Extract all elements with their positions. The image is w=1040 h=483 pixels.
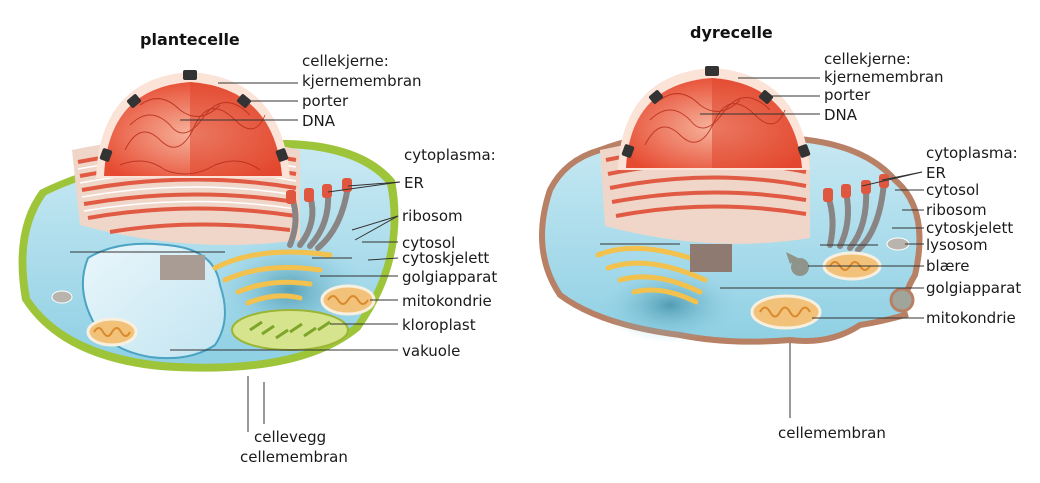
plant-label-cellevegg: cellevegg: [254, 428, 326, 446]
animal-label-er: ER: [926, 164, 946, 182]
animal-title: dyrecelle: [690, 23, 773, 42]
plant-labels: plantecelle cellekjerne: kjernemembran p…: [140, 30, 497, 466]
animal-label-dna: DNA: [824, 106, 858, 124]
plant-label-cellekjerne: cellekjerne:: [302, 52, 389, 70]
animal-nucleus: [618, 66, 811, 272]
animal-leader-lines: [700, 77, 924, 418]
plant-label-kloroplast: kloroplast: [402, 316, 476, 334]
animal-label-lysosom: lysosom: [926, 236, 988, 254]
animal-label-cytosol: cytosol: [926, 181, 979, 199]
plant-title: plantecelle: [140, 30, 240, 49]
animal-label-mitokondrie: mitokondrie: [926, 309, 1016, 327]
plant-label-cellemembran: cellemembran: [240, 448, 348, 466]
plant-golgi: [212, 249, 333, 306]
plant-mitochondrion-2: [86, 317, 138, 347]
animal-label-blaere: blære: [926, 257, 969, 275]
plant-small-vesicle: [51, 290, 73, 304]
animal-membrane-vesicle: [889, 287, 915, 313]
animal-nuclear-pores: [621, 66, 811, 158]
plant-label-ribosom: ribosom: [402, 207, 463, 225]
animal-cytoplasm-shade: [600, 267, 740, 343]
animal-label-porter: porter: [824, 86, 871, 104]
plant-cell: [18, 70, 399, 372]
plant-er-tips: [286, 178, 352, 204]
plant-label-er: ER: [404, 174, 424, 192]
plant-label-mitokondrie: mitokondrie: [402, 292, 492, 310]
plant-leader-lines: [170, 82, 401, 432]
animal-mitochondrion-2: [750, 294, 822, 330]
plant-label-dna: DNA: [302, 112, 336, 130]
animal-label-cellemembran: cellemembran: [778, 424, 886, 442]
plant-label-cytoplasma: cytoplasma:: [404, 146, 496, 164]
plant-label-cytoskjelett: cytoskjelett: [402, 249, 489, 267]
animal-label-cellekjerne: cellekjerne:: [824, 50, 911, 68]
plant-mitochondrion-1: [320, 284, 376, 316]
plant-label-golgiapparat: golgiapparat: [402, 268, 497, 286]
plant-label-cytosol: cytosol: [402, 234, 455, 252]
animal-cell: [539, 66, 923, 345]
animal-labels: dyrecelle cellekjerne: kjernemembran por…: [690, 23, 1021, 442]
plant-nucleus: [96, 70, 290, 280]
animal-label-ribosom: ribosom: [926, 201, 987, 219]
animal-label-cytoskjelett: cytoskjelett: [926, 219, 1013, 237]
animal-label-kjernemembran: kjernemembran: [824, 68, 944, 86]
animal-label-cytoplasma: cytoplasma:: [926, 144, 1018, 162]
animal-label-golgiapparat: golgiapparat: [926, 279, 1021, 297]
animal-vesicle: [786, 252, 809, 276]
plant-label-kjernemembran: kjernemembran: [302, 72, 422, 90]
plant-label-vakuole: vakuole: [402, 342, 460, 360]
plant-chloroplast: [231, 309, 349, 351]
plant-label-porter: porter: [302, 92, 349, 110]
